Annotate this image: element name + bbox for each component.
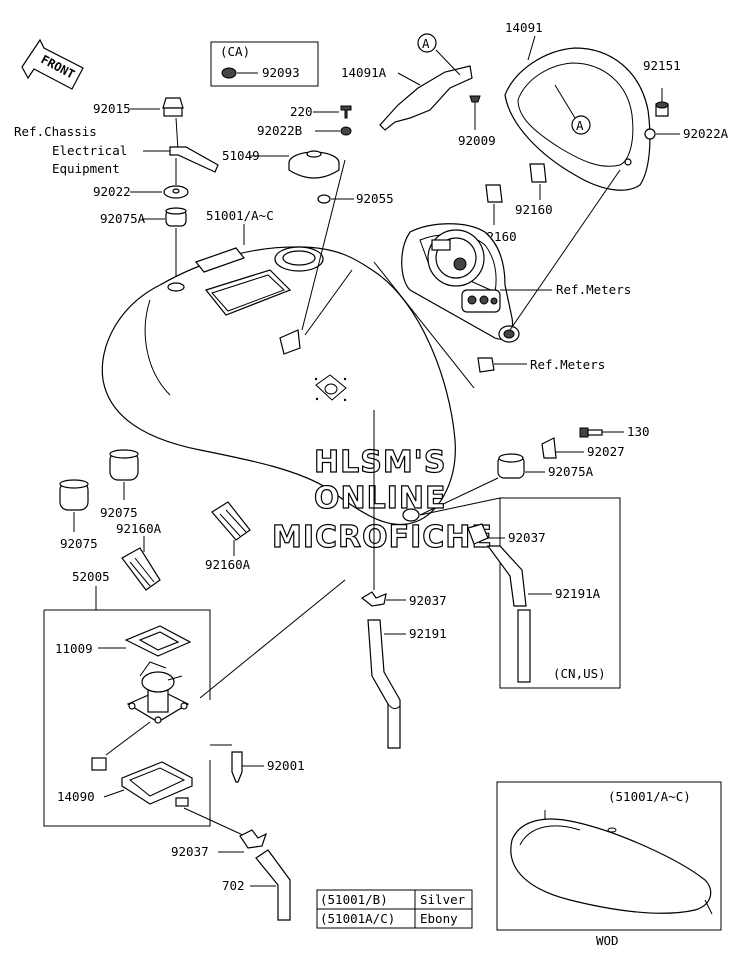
label-51001: 51001/A~C <box>206 208 274 223</box>
label-92160A-a: 92160A <box>116 521 162 536</box>
svg-text:ONLINE: ONLINE <box>314 481 447 516</box>
label-92075A-top: 92075A <box>100 211 146 226</box>
callout-a-icon <box>417 33 437 53</box>
svg-text:MICROFICHE: MICROFICHE <box>272 520 493 555</box>
bolt-icon-130 <box>579 427 589 438</box>
label-11009: 11009 <box>55 641 93 656</box>
label-14091A: 14091A <box>341 65 387 80</box>
callout-a-icon-2 <box>571 115 591 135</box>
collar-icon <box>541 437 557 459</box>
hose-92191A <box>486 545 527 607</box>
watermark: HLSM'S ONLINE MICROFICHE <box>271 444 493 555</box>
color-table-code: (51001A/C) <box>320 911 395 926</box>
label-702: 702 <box>222 878 245 893</box>
color-table-color: Silver <box>420 892 466 907</box>
fuel-tank <box>101 246 456 526</box>
label-ref-meters-1: Ref.Meters <box>556 282 631 297</box>
label-92015: 92015 <box>93 101 131 116</box>
label-130: 130 <box>627 424 650 439</box>
clip-icon <box>360 591 387 607</box>
o-ring-icon <box>317 194 331 204</box>
screw-icon <box>340 105 352 119</box>
label-92022: 92022 <box>93 184 131 199</box>
label-51001-wod: (51001/A~C) <box>608 789 691 804</box>
label-92191A: 92191A <box>555 586 601 601</box>
label-92037-a: 92037 <box>508 530 546 545</box>
label-wod: WOD <box>596 933 619 948</box>
front-arrow-icon: FRONT <box>21 38 84 90</box>
connector-icon <box>91 757 107 771</box>
svg-text:A: A <box>422 36 430 51</box>
pump-box <box>43 610 211 827</box>
ca-box <box>210 41 319 87</box>
hose-92191 <box>367 619 401 749</box>
label-92093: 92093 <box>262 65 300 80</box>
ca-box-label: (CA) <box>220 44 250 59</box>
svg-text:HLSM'S: HLSM'S <box>314 445 446 480</box>
pump-box-top <box>44 609 211 700</box>
label-92037-b: 92037 <box>409 593 447 608</box>
label-92009: 92009 <box>458 133 496 148</box>
label-92075-a: 92075 <box>100 505 138 520</box>
label-ref-chassis-2: Electrical <box>52 143 127 158</box>
wod-box <box>496 781 722 931</box>
label-92160A-b: 92160A <box>205 557 251 572</box>
washer-icon-2 <box>644 128 656 140</box>
color-table: (51001/B) Silver (51001A/C) Ebony <box>316 889 473 929</box>
fuel-tank-wod <box>510 810 713 915</box>
speedometer <box>401 223 520 343</box>
color-table-code: (51001/B) <box>320 892 388 907</box>
cap-nut-icon <box>162 97 184 117</box>
bracket-icon <box>169 146 219 173</box>
svg-text:A: A <box>576 118 584 133</box>
label-92075-b: 92075 <box>60 536 98 551</box>
label-92055: 92055 <box>356 191 394 206</box>
label-ref-chassis: Ref.Chassis <box>14 124 97 139</box>
label-ref-chassis-3: Equipment <box>52 161 120 176</box>
label-51049: 51049 <box>222 148 260 163</box>
nut-icon <box>221 67 237 79</box>
rubber-pad-b <box>211 501 251 541</box>
bolt-92001 <box>231 751 243 783</box>
label-14091: 14091 <box>505 20 543 35</box>
label-92022A: 92022A <box>683 126 729 141</box>
label-92075A-right: 92075A <box>548 464 594 479</box>
label-52005: 52005 <box>72 569 110 584</box>
leader-line <box>301 159 346 331</box>
gasket-icon <box>124 625 192 657</box>
label-92027: 92027 <box>587 444 625 459</box>
color-table-color: Ebony <box>420 911 458 926</box>
cn-us-box <box>499 497 621 689</box>
rubber-icon-2 <box>485 184 503 203</box>
label-92160-right: 92160 <box>515 202 553 217</box>
washer-small-icon <box>340 126 352 136</box>
label-92191: 92191 <box>409 626 447 641</box>
label-14090: 14090 <box>57 789 95 804</box>
clip-icon-3 <box>239 829 268 849</box>
hose-702 <box>255 849 291 921</box>
rubber-pad-a <box>121 547 161 591</box>
label-92151: 92151 <box>643 58 681 73</box>
pump-case-icon <box>121 761 193 807</box>
label-92001: 92001 <box>267 758 305 773</box>
fuel-cap-icon <box>288 150 340 179</box>
rubber-icon <box>529 163 547 183</box>
bracket-14091A <box>379 65 473 131</box>
label-92022B: 92022B <box>257 123 302 138</box>
label-220: 220 <box>290 104 313 119</box>
fuel-pump-icon <box>126 661 190 724</box>
label-ref-meters-2: Ref.Meters <box>530 357 605 372</box>
label-cn-us: (CN,US) <box>553 666 606 681</box>
nut-icon-2 <box>477 357 495 373</box>
label-92037-c: 92037 <box>171 844 209 859</box>
